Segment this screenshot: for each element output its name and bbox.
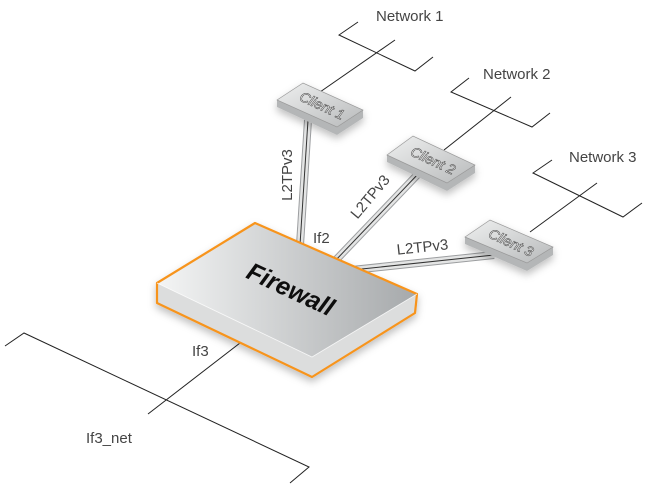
client-1-device[interactable]: Client 1 (276, 82, 364, 135)
network-3-label: Network 3 (569, 149, 637, 166)
if2-label: If2 (313, 230, 330, 247)
if3-net-label: If3_net (86, 430, 133, 447)
network-2-segment (443, 77, 551, 151)
firewall-device[interactable]: Firewall (155, 221, 419, 379)
network-1-segment (319, 21, 434, 93)
network-2-label: Network 2 (483, 66, 551, 83)
network-1-label: Network 1 (376, 8, 444, 25)
tunnel-2-label: L2TPv3 (347, 172, 393, 223)
tunnel-client-3 (351, 251, 495, 274)
tunnel-client-2 (331, 169, 423, 265)
network-3-segment (529, 159, 643, 233)
tunnel-3-label: L2TPv3 (396, 236, 449, 258)
client-3-device[interactable]: Client 3 (464, 219, 554, 271)
if3-net-segment (4, 332, 310, 484)
tunnel-client-1 (296, 119, 312, 246)
client-2-device[interactable]: Client 2 (386, 135, 476, 191)
tunnel-1-label: L2TPv3 (279, 149, 296, 201)
if3-label: If3 (192, 343, 209, 360)
